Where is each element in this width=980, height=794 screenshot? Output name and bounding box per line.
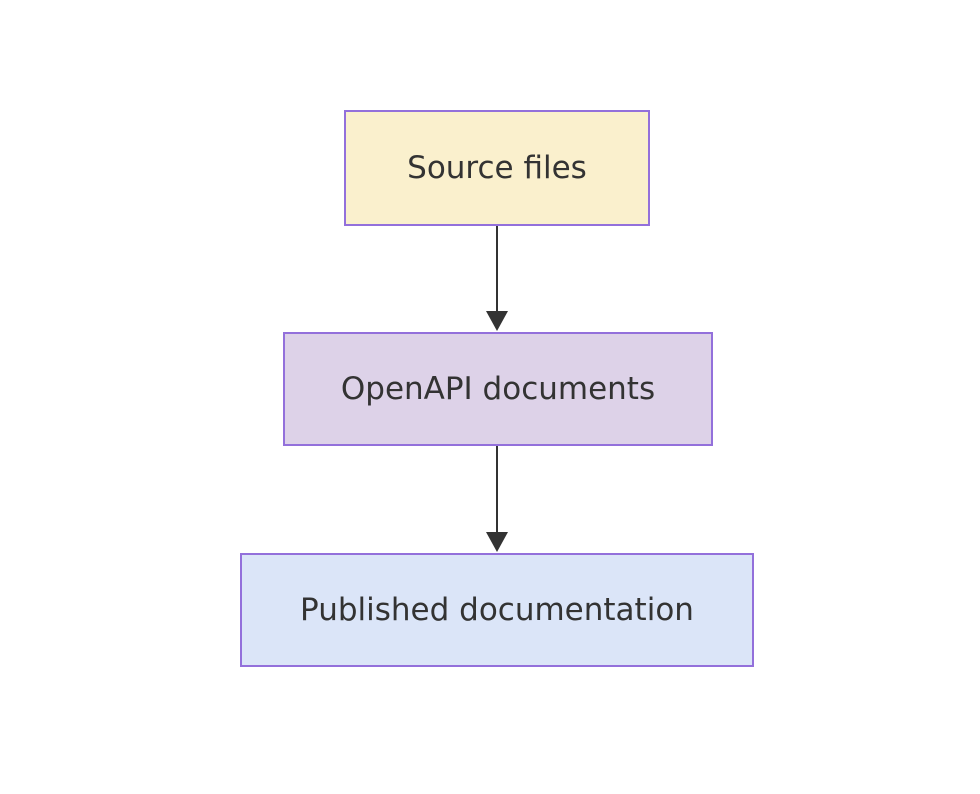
- node-openapi-documents: OpenAPI documents: [283, 332, 713, 446]
- edge-openapi-to-published: [486, 446, 508, 552]
- edge-line: [496, 226, 498, 314]
- node-published-documentation: Published documentation: [240, 553, 754, 667]
- node-source-files: Source files: [344, 110, 650, 226]
- arrowhead-down-icon: [486, 311, 508, 331]
- node-source-files-label: Source files: [407, 150, 587, 186]
- node-published-documentation-label: Published documentation: [300, 592, 694, 628]
- edge-line: [496, 446, 498, 535]
- edge-source-to-openapi: [486, 226, 508, 331]
- node-openapi-documents-label: OpenAPI documents: [340, 371, 656, 407]
- arrowhead-down-icon: [486, 532, 508, 552]
